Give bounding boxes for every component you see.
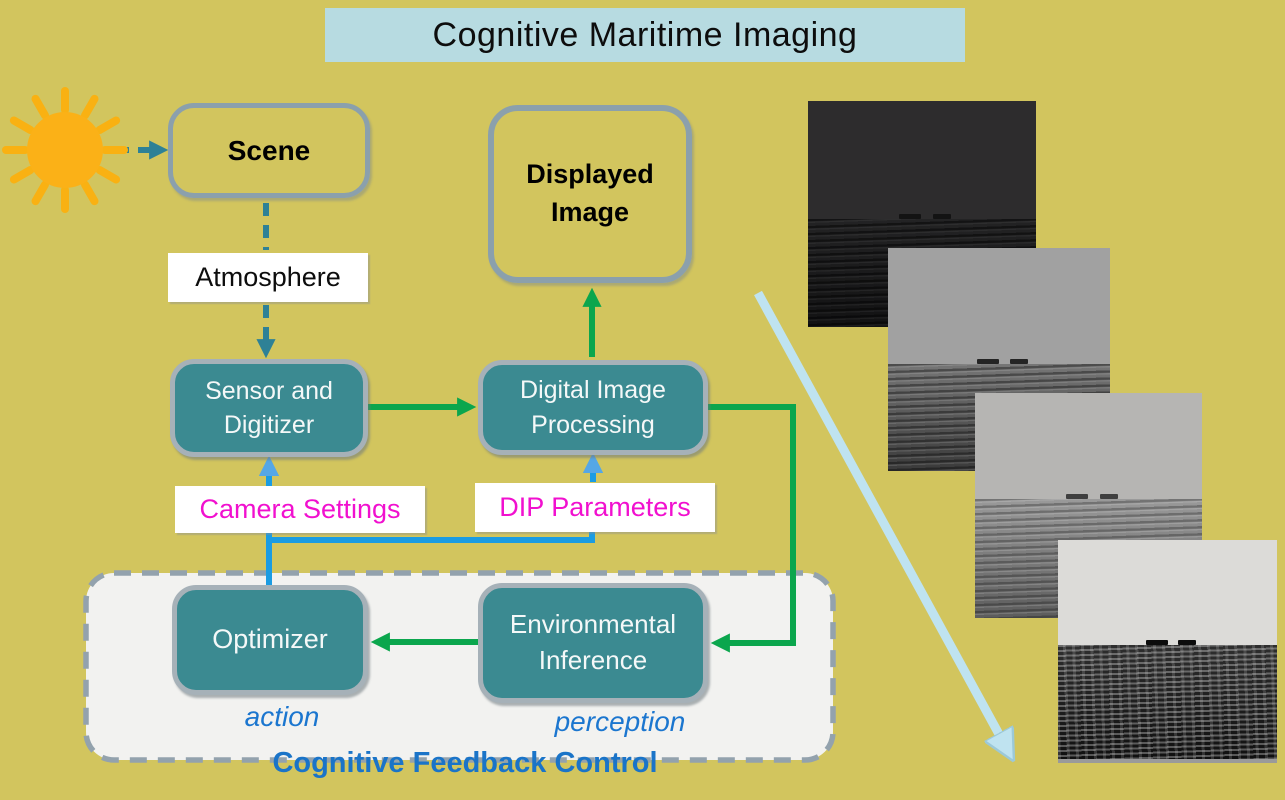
node-atmosphere-label: Atmosphere (195, 262, 341, 292)
ship-silhouette (933, 213, 952, 219)
node-atmosphere: Atmosphere (168, 253, 368, 302)
node-displayed-image-label: Displayed Image (526, 159, 654, 227)
node-digital-image-processing-label: Digital Image Processing (520, 376, 666, 439)
node-sensor-digitizer: Sensor and Digitizer (170, 359, 368, 457)
sun-icon (2, 87, 128, 213)
label-cognitive-feedback-control: Cognitive Feedback Control (272, 747, 658, 779)
page-title: Cognitive Maritime Imaging (325, 8, 965, 62)
label-perception: perception (554, 706, 686, 737)
arrow-image-cascade (754, 290, 1000, 736)
label-camera-settings: Camera Settings (175, 486, 425, 533)
ship-silhouette (1145, 640, 1168, 646)
node-scene-label: Scene (227, 134, 311, 166)
sea-sky (888, 248, 1110, 364)
node-environmental-inference: Environmental Inference (478, 583, 708, 703)
sea-water (1058, 645, 1277, 759)
node-displayed-image: Displayed Image (488, 105, 692, 283)
node-sensor-digitizer-label: Sensor and Digitizer (205, 376, 333, 440)
label-dip-parameters-text: DIP Parameters (499, 492, 691, 522)
ship-silhouette (1065, 493, 1088, 499)
ship-silhouette (899, 213, 922, 219)
arrow-dip-to-inference (708, 404, 796, 653)
line-optimizer-to-dip-parameters (266, 530, 595, 543)
node-scene: Scene (168, 103, 370, 198)
label-dip-parameters: DIP Parameters (475, 483, 715, 532)
sea-sky (975, 393, 1202, 499)
ship-silhouette (1099, 493, 1118, 499)
node-optimizer: Optimizer (172, 585, 368, 695)
ship-silhouette (1178, 640, 1197, 646)
label-camera-settings-text: Camera Settings (199, 494, 401, 524)
node-digital-image-processing: Digital Image Processing (478, 360, 708, 455)
label-action: action (244, 701, 320, 732)
sea-image-high-contrast (1058, 540, 1277, 763)
ship-silhouette (976, 358, 999, 364)
node-optimizer-label: Optimizer (212, 624, 328, 655)
sea-sky (1058, 540, 1277, 646)
ship-silhouette (1010, 358, 1029, 364)
sea-sky (808, 101, 1036, 219)
node-environmental-inference-label: Environmental Inference (509, 609, 677, 675)
